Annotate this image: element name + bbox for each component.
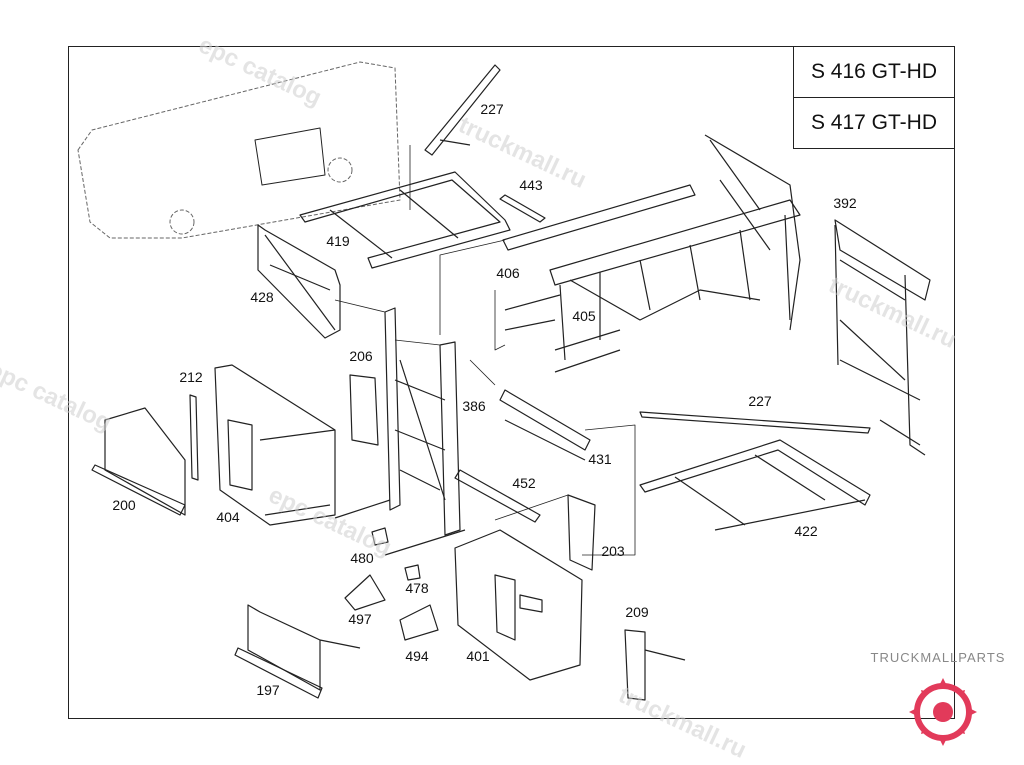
part-392-truss [834, 219, 931, 456]
leader-lines [334, 145, 636, 556]
callout-497: 497 [348, 611, 372, 627]
part-386-frame [334, 307, 466, 556]
callout-478: 478 [405, 580, 429, 596]
callout-200: 200 [112, 497, 136, 513]
part-443-plate [499, 194, 546, 223]
callout-227: 227 [748, 393, 772, 409]
callout-428: 428 [250, 289, 274, 305]
part-480 [371, 527, 389, 546]
callout-209: 209 [625, 604, 649, 620]
callout-197: 197 [256, 682, 280, 698]
part-404-housing [214, 364, 336, 526]
callout-419: 419 [326, 233, 350, 249]
callout-480: 480 [350, 550, 374, 566]
diagram-frame [68, 46, 955, 719]
callout-401: 401 [466, 648, 490, 664]
model-label-s416: S 416 GT-HD [793, 46, 955, 98]
part-494 [399, 604, 439, 641]
part-478 [404, 564, 421, 581]
callout-405: 405 [572, 308, 596, 324]
bus-silhouette [77, 61, 401, 239]
part-227-rail [424, 64, 501, 156]
part-197-step [234, 604, 361, 699]
callout-494: 494 [405, 648, 429, 664]
part-497 [344, 574, 386, 611]
part-428-bracket [257, 224, 341, 339]
truckmall-parts-logo: TRUCKMALLPARTS [858, 650, 1018, 748]
part-209-post [624, 629, 646, 701]
part-200-panel [91, 407, 186, 516]
callout-431: 431 [588, 451, 612, 467]
callout-406: 406 [496, 265, 520, 281]
callout-404: 404 [216, 509, 240, 525]
part-452-strip [454, 469, 541, 523]
model-label-s417: S 417 GT-HD [793, 97, 955, 149]
callout-212: 212 [179, 369, 203, 385]
callout-227: 227 [480, 101, 504, 117]
logo-text: TRUCKMALLPARTS [870, 650, 1006, 665]
part-227-lower-rail [639, 411, 871, 434]
part-431-beam [499, 389, 591, 451]
part-401-panel [454, 529, 583, 681]
callout-203: 203 [601, 543, 625, 559]
part-406-beam [502, 184, 696, 251]
part-206-panel [349, 374, 379, 446]
callout-392: 392 [833, 195, 857, 211]
part-212-strip [189, 394, 199, 481]
callout-422: 422 [794, 523, 818, 539]
part-422-frame [639, 439, 871, 531]
part-419-frame [299, 171, 511, 269]
part-405-truss [504, 134, 801, 373]
callout-206: 206 [349, 348, 373, 364]
gear-logo-icon [909, 678, 977, 746]
callout-386: 386 [462, 398, 486, 414]
callout-452: 452 [512, 475, 536, 491]
callout-443: 443 [519, 177, 543, 193]
part-203-panel [567, 494, 596, 571]
